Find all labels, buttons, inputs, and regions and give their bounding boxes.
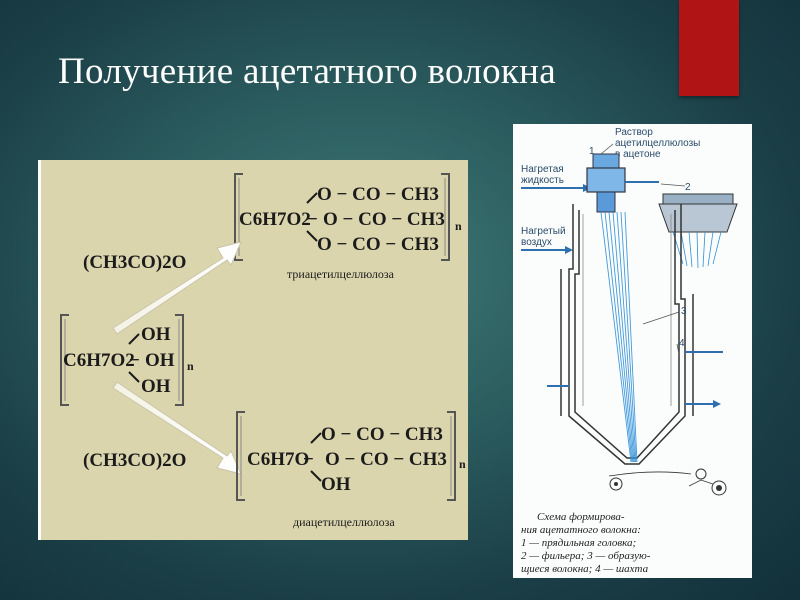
cellulose-oh-3: OH <box>141 376 171 397</box>
bond-lower <box>306 230 318 242</box>
caption-line-2: ния ацетатного волокна: <box>521 524 641 536</box>
number-2: 2 <box>685 182 691 193</box>
arrow-to-triacetate <box>112 241 242 335</box>
number-1: 1 <box>589 146 595 157</box>
reagent-top: (CH3CO)2O <box>83 252 186 273</box>
forming-fibers <box>600 211 638 463</box>
label-liquid-2: жидкость <box>521 175 564 186</box>
bond-upper <box>306 192 318 204</box>
reagent-bottom: (CH3CO)2O <box>83 450 186 471</box>
label-liquid-1: Нагретая <box>521 164 564 175</box>
triacetate-caption: триацетилцеллюлоза <box>287 267 395 281</box>
diacetate-core: C6H7O <box>247 449 309 470</box>
label-solution-2: ацетилцеллюлозы <box>615 138 700 149</box>
label-solution-3: в ацетоне <box>615 149 661 160</box>
page-title: Получение ацетатного волокна <box>58 51 556 92</box>
cellulose-oh-2: OH <box>145 350 175 371</box>
triacetate-core: C6H7O2 <box>239 209 311 230</box>
accent-block <box>679 0 739 96</box>
label-solution-1: Раствор <box>615 127 653 138</box>
triacetate-group-1: O − CO − CH3 <box>317 184 439 205</box>
cellulose-oh-1: OH <box>141 324 171 345</box>
apparatus-scheme: Раствор ацетилцеллюлозы в ацетоне Нагрет… <box>513 124 752 578</box>
diacetate-n: n <box>459 457 466 471</box>
cellulose-core: C6H7O2 <box>63 350 135 371</box>
bracket-right <box>441 173 450 261</box>
label-air-1: Нагретый <box>521 226 566 237</box>
apparatus-diagram: Раствор ацетилцеллюлозы в ацетоне Нагрет… <box>521 127 738 575</box>
svg-text:−: − <box>129 350 140 371</box>
diacetate-group-1: O − CO − CH3 <box>321 424 443 445</box>
head-top <box>592 153 620 169</box>
spinneret-detail <box>658 203 738 233</box>
spinneret-jets <box>672 231 722 269</box>
reaction-scheme: C6H7O2 − O − CO − CH3 O − CO − CH3 O − C… <box>38 160 468 540</box>
number-4: 4 <box>679 338 685 349</box>
diacetate-formula: C6H7O − O − CO − CH3 O − CO − CH3 OH n д… <box>236 411 466 529</box>
caption-line-4: 2 — фильера; 3 — образую- <box>521 550 651 562</box>
label-air-2: воздух <box>521 237 552 248</box>
diacetate-group-2: O − CO − CH3 <box>325 449 447 470</box>
number-3: 3 <box>681 306 687 317</box>
bobbin-left <box>609 477 623 491</box>
diacetate-group-3: OH <box>321 474 351 495</box>
svg-text:−: − <box>307 209 318 230</box>
reaction-diagram: C6H7O2 − O − CO − CH3 O − CO − CH3 O − C… <box>60 173 466 529</box>
triacetate-group-3: O − CO − CH3 <box>317 234 439 255</box>
bracket-left <box>234 173 243 261</box>
cellulose-n: n <box>187 359 194 373</box>
triacetate-formula: C6H7O2 − O − CO − CH3 O − CO − CH3 O − C… <box>234 173 462 281</box>
caption-line-3: 1 — прядильная головка; <box>521 537 636 549</box>
triacetate-n: n <box>455 219 462 233</box>
svg-text:−: − <box>303 449 314 470</box>
cellulose-formula: C6H7O2 − OH OH OH n <box>60 314 194 406</box>
bobbin-middle <box>695 468 707 480</box>
triacetate-group-2: O − CO − CH3 <box>323 209 445 230</box>
diacetate-caption: диацетилцеллюлоза <box>293 515 395 529</box>
bobbin-right <box>711 480 727 496</box>
spinning-head <box>586 167 626 193</box>
caption-line-5: щиеся волокна; 4 — шахта <box>521 563 649 575</box>
caption-line-1: Схема формирова- <box>537 511 625 523</box>
